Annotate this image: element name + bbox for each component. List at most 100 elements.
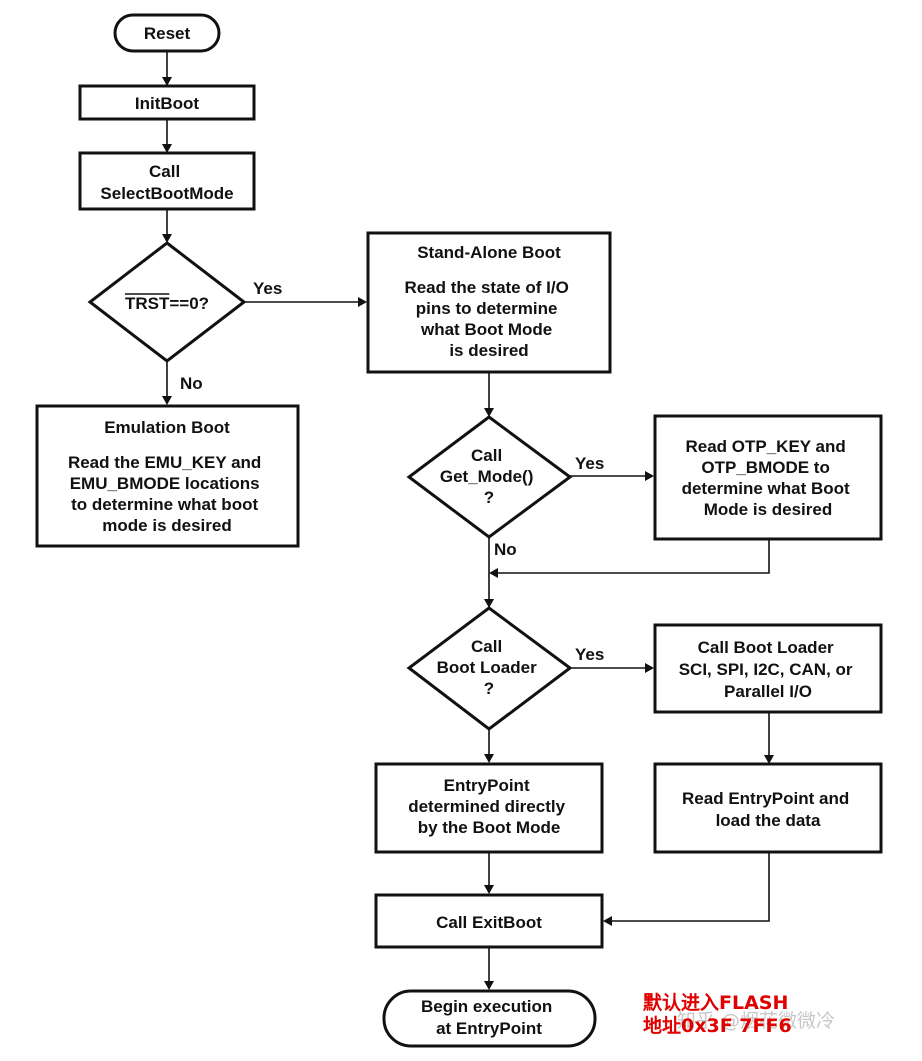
node-call-boot-loader-shape: [653, 623, 883, 714]
node-boot-loader-label: Call Boot Loader ?: [437, 637, 542, 698]
node-text-line: Parallel I/O: [724, 682, 812, 701]
node-text-line: determine what Boot: [682, 479, 850, 498]
arrowhead: [645, 471, 654, 481]
node-select-boot-mode-shape: [78, 151, 256, 211]
node-emulation-boot-body: Read the EMU_KEY and EMU_BMODE locations…: [68, 453, 266, 535]
node-read-otp-body: Read OTP_KEY and OTP_BMODE to determine …: [682, 437, 855, 519]
node-text-line: Call: [471, 446, 502, 465]
edge-label-trst-no: No: [180, 374, 203, 393]
node-text-line: Get_Mode(): [440, 467, 534, 486]
node-begin-execution: Begin execution at EntryPoint: [382, 989, 597, 1048]
node-text-line: to determine what boot: [71, 495, 258, 514]
node-trst-rest: ==0?: [169, 294, 209, 313]
node-entrypoint-direct-shape: [374, 762, 604, 854]
node-text-line: what Boot Mode: [420, 320, 552, 339]
node-read-entrypoint-shape: [653, 762, 883, 854]
arrowhead: [484, 408, 494, 417]
node-entrypoint-direct-body: EntryPoint determined directly by the Bo…: [408, 776, 570, 837]
node-initboot-shape: [78, 84, 256, 121]
arrowhead: [162, 77, 172, 86]
node-text-line: determined directly: [408, 797, 565, 816]
node-standalone-boot-shape: [366, 231, 612, 374]
node-text-line: mode is desired: [102, 516, 231, 535]
node-select-boot-mode: Call SelectBootMode: [78, 151, 256, 211]
edge-label-getmode-yes: Yes: [575, 454, 604, 473]
node-text-line: Reset: [144, 24, 191, 43]
node-boot-loader-shape: [406, 606, 573, 731]
node-text-line: OTP_BMODE to: [701, 458, 829, 477]
node-initboot-label: InitBoot: [135, 94, 200, 113]
node-trst-shape: [87, 241, 247, 363]
node-text-line: Read the EMU_KEY and: [68, 453, 261, 472]
node-text-line: EMU_BMODE locations: [70, 474, 260, 493]
node-trst-label: TRST==0?: [125, 294, 209, 313]
node-text-line: Call ExitBoot: [436, 913, 542, 932]
node-text-line: EntryPoint: [444, 776, 530, 795]
node-standalone-boot-body: Read the state of I/O pins to determine …: [404, 278, 573, 360]
node-text-line: ?: [484, 488, 494, 507]
node-trst-overlined: TRST: [125, 294, 170, 313]
red-annotation: 默认进入FLASH 地址0x3F 7FF6: [643, 992, 792, 1038]
node-call-boot-loader-body: Call Boot Loader SCI, SPI, I2C, CAN, or …: [679, 638, 858, 701]
node-text-line: load the data: [716, 811, 821, 830]
node-text-line: Call: [149, 162, 180, 181]
node-begin-execution-label: Begin execution at EntryPoint: [421, 997, 557, 1038]
node-boot-loader-decision: Call Boot Loader ?: [406, 606, 573, 731]
node-standalone-boot: Stand-Alone Boot Read the state of I/O p…: [366, 231, 612, 374]
node-call-exitboot-label: Call ExitBoot: [436, 913, 542, 932]
node-text-line: Call Boot Loader: [698, 638, 834, 657]
edge-labels: Yes No Yes No Yes: [180, 279, 604, 664]
arrowhead: [603, 916, 612, 926]
node-get-mode-label: Call Get_Mode() ?: [440, 446, 538, 507]
node-reset-shape: [113, 13, 221, 53]
node-read-entrypoint-body: Read EntryPoint and load the data: [682, 789, 854, 830]
node-text-line: at EntryPoint: [436, 1019, 542, 1038]
red-annotation-line-2: 地址0x3F 7FF6: [643, 1015, 792, 1037]
node-call-boot-loader: Call Boot Loader SCI, SPI, I2C, CAN, or …: [653, 623, 883, 714]
node-trst-decision: TRST==0?: [87, 241, 247, 363]
node-text-line: pins to determine: [416, 299, 558, 318]
node-text-line: InitBoot: [135, 94, 200, 113]
edge-label-trst-yes: Yes: [253, 279, 282, 298]
node-begin-execution-shape: [382, 989, 597, 1048]
node-get-mode-decision: Call Get_Mode() ?: [406, 415, 573, 539]
node-reset: Reset: [113, 13, 221, 53]
node-entrypoint-direct: EntryPoint determined directly by the Bo…: [374, 762, 604, 854]
node-text-line: Read EntryPoint and: [682, 789, 849, 808]
arrowhead: [484, 885, 494, 894]
node-text-line: by the Boot Mode: [418, 818, 561, 837]
connectors: [162, 52, 774, 990]
arrowhead: [162, 144, 172, 153]
edge-readentry-to-exitboot: [611, 853, 770, 922]
arrowhead: [645, 663, 654, 673]
arrowhead: [162, 234, 172, 243]
arrowhead: [764, 755, 774, 764]
arrowhead: [484, 754, 494, 763]
node-read-otp-shape: [653, 414, 883, 541]
node-emulation-boot-shape: [35, 404, 300, 548]
edge-readotp-return: [498, 540, 770, 574]
node-call-exitboot-shape: [374, 893, 604, 949]
node-get-mode-shape: [406, 415, 573, 539]
node-text-line: ?: [484, 679, 494, 698]
node-call-exitboot: Call ExitBoot: [374, 893, 604, 949]
node-emulation-boot: Emulation Boot Read the EMU_KEY and EMU_…: [35, 404, 300, 548]
node-text-line: Begin execution: [421, 997, 552, 1016]
watermark-text: 知乎 @烟花微微冷: [677, 1010, 836, 1032]
arrowhead: [484, 981, 494, 990]
node-text-line: Call: [471, 637, 502, 656]
arrowhead: [484, 599, 494, 608]
node-initboot: InitBoot: [78, 84, 256, 121]
node-read-entrypoint: Read EntryPoint and load the data: [653, 762, 883, 854]
node-read-otp: Read OTP_KEY and OTP_BMODE to determine …: [653, 414, 883, 541]
node-reset-label: Reset: [144, 24, 191, 43]
edge-label-getmode-no: No: [494, 540, 517, 559]
node-text-line: Boot Loader: [437, 658, 537, 677]
node-standalone-boot-title: Stand-Alone Boot: [417, 243, 561, 262]
node-text-line: Mode is desired: [704, 500, 832, 519]
arrowhead: [162, 396, 172, 405]
edge-label-bootloader-yes: Yes: [575, 645, 604, 664]
node-text-line: Read the state of I/O: [404, 278, 568, 297]
node-text-line: Read OTP_KEY and: [685, 437, 845, 456]
